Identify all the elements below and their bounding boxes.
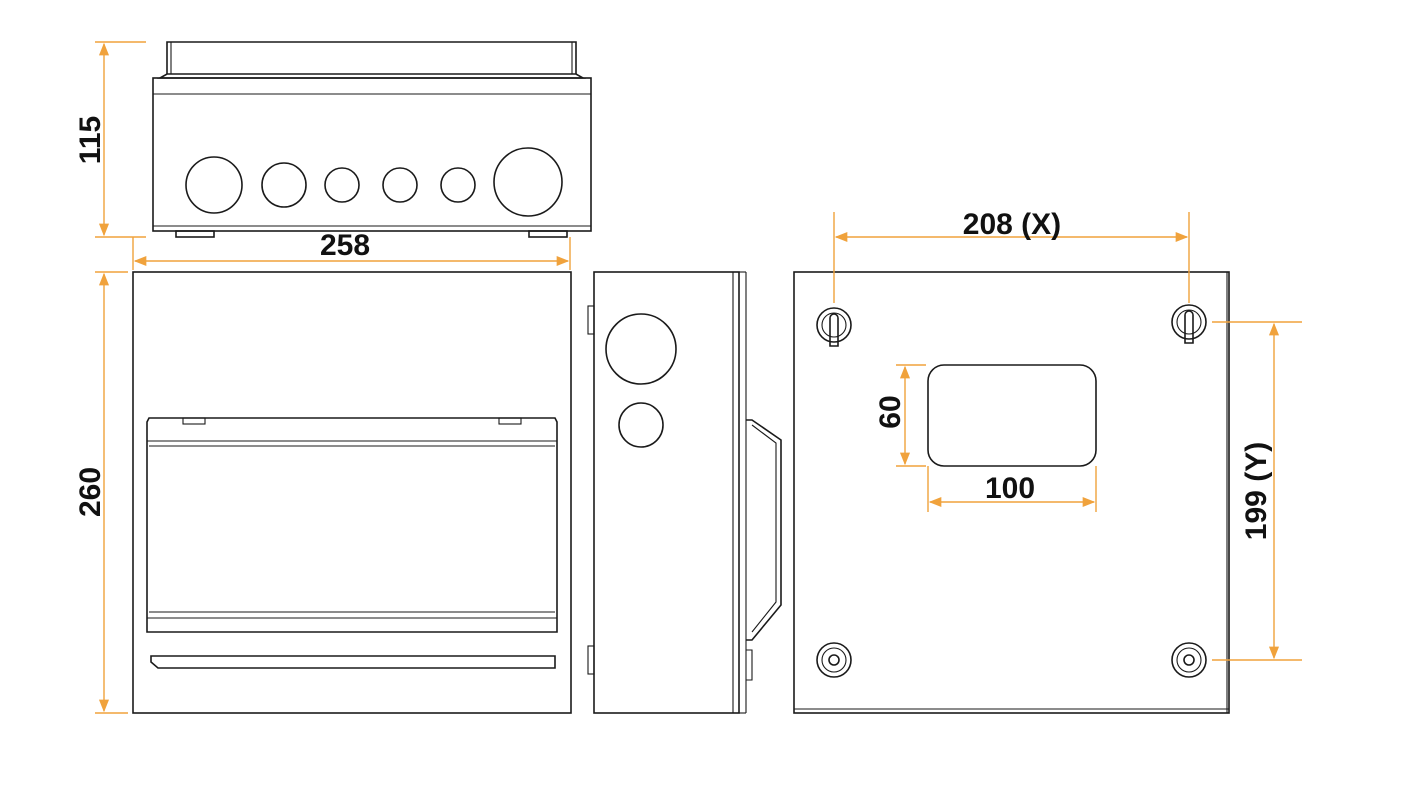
cutout-window: [927, 364, 1097, 467]
back-view: [793, 271, 1230, 714]
dimension-height-top: 115: [74, 41, 146, 238]
mounting-hole: [816, 642, 852, 678]
top-view: [152, 41, 592, 238]
dimension-width: 258: [132, 229, 571, 270]
dimension-label: 100: [985, 472, 1035, 505]
dimension-window-width: 100: [927, 466, 1097, 512]
mounting-hole: [1171, 642, 1207, 678]
dimension-label: 260: [74, 467, 107, 517]
knockout-hole: [382, 167, 418, 203]
knockout-hole: [440, 167, 476, 203]
front-view: [132, 271, 572, 714]
dimension-label: 208 (X): [963, 208, 1061, 241]
dimension-height-front: 260: [74, 271, 128, 714]
dimension-mount-y: 199 (Y): [1212, 321, 1302, 661]
mounting-hole: [1171, 304, 1207, 344]
knockout-hole: [605, 313, 677, 385]
side-view: [587, 271, 782, 714]
dimension-label: 60: [874, 395, 907, 428]
dimension-window-height: 60: [874, 364, 926, 467]
dimension-label: 258: [320, 229, 370, 262]
knockout-hole: [493, 147, 563, 217]
dimension-label: 115: [74, 116, 107, 164]
knockout-hole: [618, 402, 664, 448]
dimension-mount-x: 208 (X): [833, 208, 1190, 303]
mounting-hole: [816, 307, 852, 347]
knockout-hole: [261, 162, 307, 208]
knockout-hole: [185, 156, 243, 214]
dimension-label: 199 (Y): [1240, 442, 1273, 540]
knockout-hole: [324, 167, 360, 203]
